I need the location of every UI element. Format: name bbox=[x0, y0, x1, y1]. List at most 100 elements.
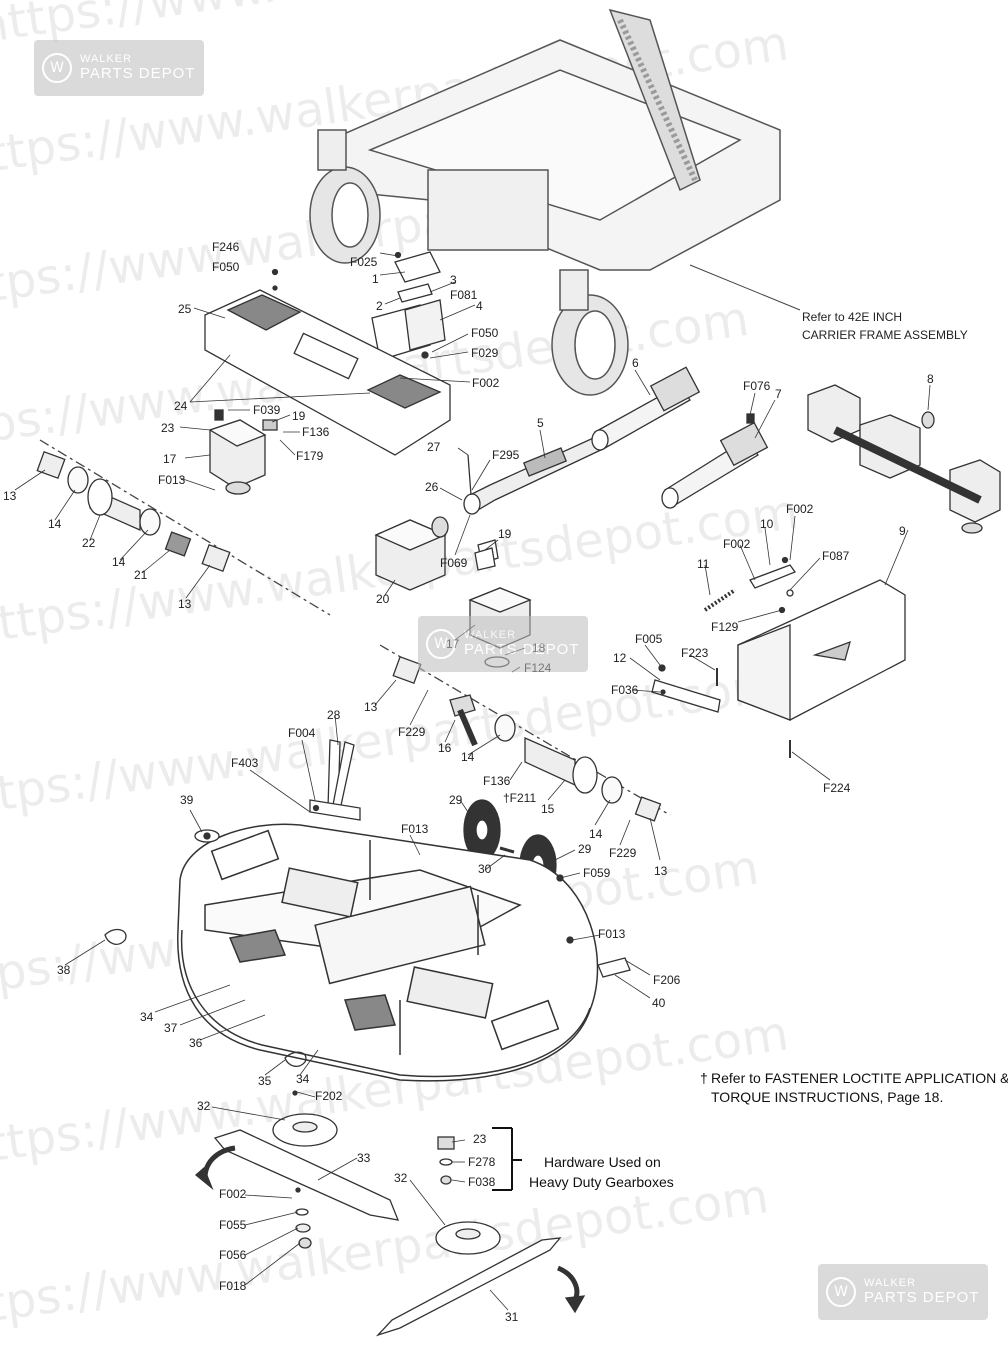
logo-line1: WALKER bbox=[464, 629, 517, 642]
label-14c: 14 bbox=[461, 750, 475, 764]
label-F211: †F211 bbox=[503, 791, 536, 805]
label-22: 22 bbox=[82, 536, 96, 550]
label-F002c: F002 bbox=[723, 537, 751, 551]
logo-line2: PARTS DEPOT bbox=[80, 64, 196, 82]
label-14d: 14 bbox=[589, 827, 603, 841]
label-1: 1 bbox=[372, 272, 379, 286]
label-12: 12 bbox=[613, 651, 627, 665]
label-F005: F005 bbox=[635, 632, 663, 646]
label-F038: F038 bbox=[468, 1175, 496, 1189]
label-F025: F025 bbox=[350, 255, 378, 269]
part-labels: F246 F050 F025 1 2 3 F081 4 F050 F029 F0… bbox=[3, 240, 934, 1324]
label-13c: 13 bbox=[364, 700, 378, 714]
label-F224: F224 bbox=[823, 781, 851, 795]
label-3: 3 bbox=[450, 273, 457, 287]
label-37: 37 bbox=[164, 1021, 178, 1035]
label-F002b: F002 bbox=[786, 502, 814, 516]
label-30: 30 bbox=[478, 862, 492, 876]
blade-31 bbox=[375, 1221, 586, 1337]
callouts: Refer to 42E INCH CARRIER FRAME ASSEMBLY… bbox=[529, 310, 1008, 1190]
label-17: 17 bbox=[163, 452, 177, 466]
label-F050: F050 bbox=[212, 260, 240, 274]
walker-w-icon: W bbox=[826, 1277, 856, 1307]
label-F069: F069 bbox=[440, 556, 468, 570]
label-F029: F029 bbox=[471, 346, 499, 360]
label-19b: 19 bbox=[498, 527, 512, 541]
label-7: 7 bbox=[775, 387, 782, 401]
label-F013: F013 bbox=[158, 473, 186, 487]
hardware-note-line1: Hardware Used on bbox=[544, 1154, 661, 1170]
left-driveline bbox=[36, 439, 331, 616]
label-26: 26 bbox=[425, 480, 439, 494]
refer-carrier-line1: Refer to 42E INCH bbox=[802, 310, 902, 324]
label-31: 31 bbox=[505, 1310, 519, 1324]
walker-logo-top: W WALKER PARTS DEPOT bbox=[34, 40, 204, 96]
label-F087: F087 bbox=[822, 549, 850, 563]
label-F018: F018 bbox=[219, 1279, 247, 1293]
label-29a: 29 bbox=[449, 793, 463, 807]
label-4: 4 bbox=[476, 299, 483, 313]
bracket-group-10-12 bbox=[651, 556, 797, 758]
label-F202: F202 bbox=[315, 1089, 343, 1103]
label-F056: F056 bbox=[219, 1248, 247, 1262]
right-driveline bbox=[379, 644, 671, 822]
label-13b: 13 bbox=[178, 597, 192, 611]
label-F036: F036 bbox=[611, 683, 639, 697]
label-2: 2 bbox=[376, 299, 383, 313]
label-F013b: F013 bbox=[401, 822, 429, 836]
cover-plate-group bbox=[271, 251, 446, 381]
label-6: 6 bbox=[632, 356, 639, 370]
label-F002: F002 bbox=[472, 376, 500, 390]
label-F002d: F002 bbox=[219, 1187, 247, 1201]
label-25: 25 bbox=[178, 302, 192, 316]
label-F129: F129 bbox=[711, 620, 739, 634]
deck-stand-28 bbox=[309, 739, 361, 821]
deck-hardware bbox=[104, 804, 631, 1068]
label-F136: F136 bbox=[302, 425, 330, 439]
label-13: 13 bbox=[3, 489, 17, 503]
label-15: 15 bbox=[541, 802, 555, 816]
gearbox-17-left bbox=[208, 409, 278, 495]
label-F229: F229 bbox=[398, 725, 426, 739]
label-24: 24 bbox=[174, 399, 188, 413]
label-19: 19 bbox=[292, 409, 306, 423]
label-F081: F081 bbox=[450, 288, 478, 302]
dagger-symbol: † bbox=[700, 1070, 708, 1086]
label-F076: F076 bbox=[743, 379, 771, 393]
label-36: 36 bbox=[189, 1036, 203, 1050]
blade-33 bbox=[194, 1090, 400, 1249]
label-F136b: F136 bbox=[483, 774, 511, 788]
discharge-chute-9 bbox=[737, 579, 906, 721]
label-F246: F246 bbox=[212, 240, 240, 254]
label-33: 33 bbox=[357, 1151, 371, 1165]
label-14b: 14 bbox=[112, 555, 126, 569]
label-20: 20 bbox=[376, 592, 390, 606]
label-F206: F206 bbox=[653, 973, 681, 987]
label-F004: F004 bbox=[288, 726, 316, 740]
logo-line1: WALKER bbox=[80, 53, 133, 66]
dagger-note-line1: Refer to FASTENER LOCTITE APPLICATION & bbox=[711, 1070, 1008, 1086]
label-29b: 29 bbox=[578, 842, 592, 856]
label-F055: F055 bbox=[219, 1218, 247, 1232]
refer-carrier-line2: CARRIER FRAME ASSEMBLY bbox=[802, 328, 968, 342]
label-39: 39 bbox=[180, 793, 194, 807]
logo-line2: PARTS DEPOT bbox=[464, 640, 580, 658]
label-32: 32 bbox=[197, 1099, 211, 1113]
mower-deck bbox=[177, 823, 599, 1082]
label-F229b: F229 bbox=[609, 846, 637, 860]
logo-line2: PARTS DEPOT bbox=[864, 1288, 980, 1306]
walker-w-icon: W bbox=[42, 53, 72, 83]
label-23b: 23 bbox=[473, 1132, 487, 1146]
deck-cover-25 bbox=[204, 289, 451, 456]
logo-line1: WALKER bbox=[864, 1277, 917, 1290]
label-34b: 34 bbox=[296, 1072, 310, 1086]
hardware-note-line2: Heavy Duty Gearboxes bbox=[529, 1174, 674, 1190]
label-F039: F039 bbox=[253, 403, 281, 417]
label-F403: F403 bbox=[231, 756, 259, 770]
leader-lines bbox=[14, 252, 931, 1311]
label-5: 5 bbox=[537, 416, 544, 430]
label-10: 10 bbox=[760, 517, 774, 531]
drive-shafts-6-7 bbox=[591, 366, 769, 509]
walker-logo-center: W WALKER PARTS DEPOT bbox=[418, 616, 588, 672]
